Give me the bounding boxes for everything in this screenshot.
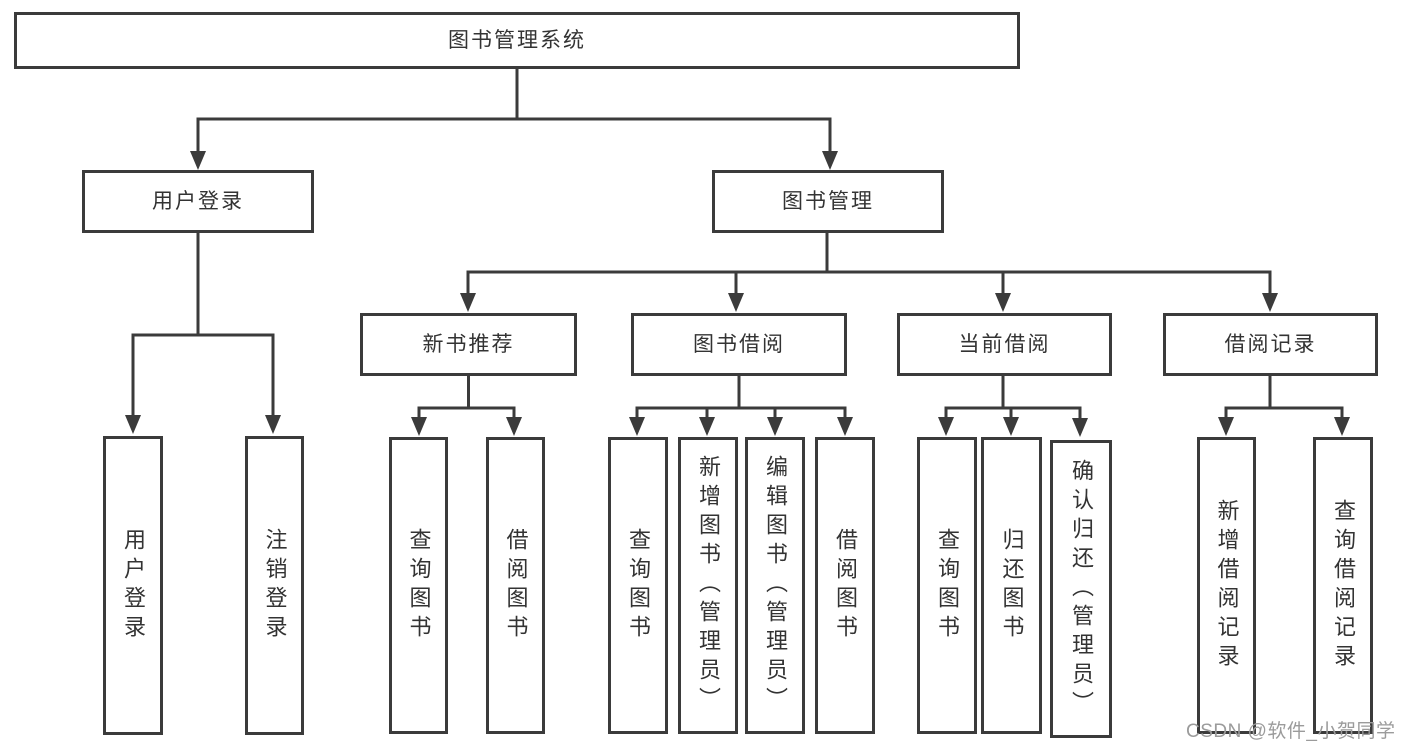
node-label: 借阅记录 bbox=[1224, 333, 1317, 356]
leaf-bb-add-book-admin: 新增图书（管理员） bbox=[678, 437, 738, 734]
node-label: 确认归还（管理员） bbox=[1069, 458, 1094, 720]
node-label: 当前借阅 bbox=[958, 333, 1051, 356]
node-label: 新书推荐 bbox=[422, 333, 515, 356]
node-label: 查询图书 bbox=[935, 527, 960, 644]
node-label: 图书管理 bbox=[782, 190, 874, 213]
node-borrowing-records: 借阅记录 bbox=[1163, 313, 1378, 376]
leaf-cb-return-book: 归还图书 bbox=[981, 437, 1042, 734]
node-new-book-recommend: 新书推荐 bbox=[360, 313, 577, 376]
node-label: 查询图书 bbox=[626, 527, 651, 644]
arrowheads bbox=[125, 151, 1350, 437]
node-label: 归还图书 bbox=[999, 527, 1025, 644]
leaf-br-query-record: 查询借阅记录 bbox=[1313, 437, 1373, 734]
node-label: 用户登录 bbox=[121, 527, 146, 644]
node-label: 借阅图书 bbox=[833, 527, 858, 644]
node-book-management: 图书管理 bbox=[712, 170, 944, 233]
leaf-bb-borrow-book: 借阅图书 bbox=[815, 437, 875, 734]
leaf-nbr-query-book: 查询图书 bbox=[389, 437, 448, 734]
node-label: 编辑图书（管理员） bbox=[763, 455, 788, 716]
node-label: 查询图书 bbox=[406, 527, 432, 644]
node-label: 查询借阅记录 bbox=[1331, 498, 1356, 673]
node-label: 图书借阅 bbox=[693, 333, 785, 356]
node-label: 借阅图书 bbox=[503, 527, 529, 644]
watermark: CSDN @软件_小贺同学 bbox=[1186, 721, 1396, 742]
leaf-nbr-borrow-book: 借阅图书 bbox=[486, 437, 545, 734]
leaf-logout: 注销登录 bbox=[245, 436, 304, 735]
node-label: 新增图书（管理员） bbox=[696, 455, 721, 716]
node-current-borrowing: 当前借阅 bbox=[897, 313, 1112, 376]
leaf-cb-query-book: 查询图书 bbox=[917, 437, 977, 734]
node-user-login: 用户登录 bbox=[82, 170, 314, 233]
node-label: 注销登录 bbox=[262, 527, 288, 644]
node-root: 图书管理系统 bbox=[14, 12, 1020, 69]
leaf-bb-query-book: 查询图书 bbox=[608, 437, 668, 734]
leaf-bb-edit-book-admin: 编辑图书（管理员） bbox=[745, 437, 805, 734]
node-book-borrowing: 图书借阅 bbox=[631, 313, 847, 376]
leaf-user-login: 用户登录 bbox=[103, 436, 163, 735]
node-label: 用户登录 bbox=[152, 190, 244, 213]
node-label: 图书管理系统 bbox=[448, 29, 586, 52]
node-label: 新增借阅记录 bbox=[1214, 498, 1240, 673]
leaf-cb-confirm-return-admin: 确认归还（管理员） bbox=[1050, 440, 1112, 738]
leaf-br-add-record: 新增借阅记录 bbox=[1197, 437, 1256, 734]
